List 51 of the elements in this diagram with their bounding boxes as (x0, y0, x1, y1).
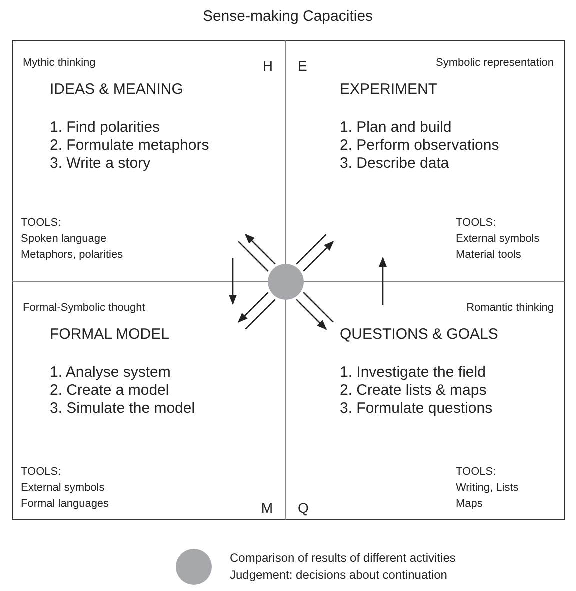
arrow (238, 292, 269, 323)
step-text: 2. Create lists & maps (340, 382, 487, 400)
quadrant-letter: M (261, 500, 273, 516)
connector-line (245, 299, 276, 330)
step-text: 2. Formulate metaphors (50, 137, 210, 154)
arrow (379, 257, 387, 305)
tool-text: Formal languages (21, 498, 110, 511)
step-text: 3. Simulate the model (50, 400, 196, 418)
mode-label: Romantic thinking (466, 302, 554, 315)
step-text: 2. Create a model (50, 382, 170, 400)
arrow (296, 299, 327, 330)
tool-text: External symbols (456, 233, 540, 246)
step-text: 2. Perform observations (340, 137, 500, 154)
tools-heading: TOOLS: (21, 217, 62, 230)
step-text: 3. Formulate questions (340, 400, 493, 418)
legend-text: Comparison of results of different activities (230, 552, 456, 566)
tool-text: External symbols (21, 482, 105, 495)
quadrant-letter: H (262, 58, 273, 74)
arrow (245, 234, 276, 265)
tool-text: Writing, Lists (456, 482, 519, 495)
tools-heading: TOOLS: (21, 466, 62, 479)
mode-label: Formal-Symbolic thought (23, 302, 146, 315)
connector-line (296, 234, 327, 265)
tools-heading: TOOLS: (456, 466, 496, 479)
legend-text: Judgement: decisions about continuation (230, 569, 448, 583)
tools-heading: TOOLS: (456, 217, 496, 230)
connector-line (238, 241, 269, 272)
connector-line (303, 292, 334, 323)
tool-text: Material tools (456, 249, 522, 262)
arrow (303, 241, 334, 272)
tool-text: Maps (456, 498, 483, 511)
quadrant-letter: Q (298, 500, 309, 516)
quadrant-heading: FORMAL MODEL (50, 326, 170, 344)
step-text: 1. Plan and build (340, 119, 452, 136)
step-text: 1. Analyse system (50, 364, 171, 382)
mode-label: Mythic thinking (23, 57, 96, 70)
quadrant-heading: IDEAS & MEANING (50, 81, 184, 98)
diagram-title: Sense-making Capacities (202, 8, 374, 26)
tool-text: Spoken language (21, 233, 107, 246)
mode-label: Symbolic representation (436, 57, 554, 70)
tool-text: Metaphors, polarities (21, 249, 124, 262)
step-text: 3. Write a story (50, 155, 151, 172)
comparison-circle (268, 264, 304, 300)
quadrant-heading: EXPERIMENT (340, 81, 438, 98)
step-text: 3. Describe data (340, 155, 450, 172)
quadrant-heading: QUESTIONS & GOALS (340, 326, 498, 344)
step-text: 1. Find polarities (50, 119, 160, 136)
arrow (229, 258, 237, 305)
quadrant-panel (12, 40, 286, 282)
quadrant-letter: E (298, 58, 308, 74)
step-text: 1. Investigate the field (340, 364, 486, 382)
